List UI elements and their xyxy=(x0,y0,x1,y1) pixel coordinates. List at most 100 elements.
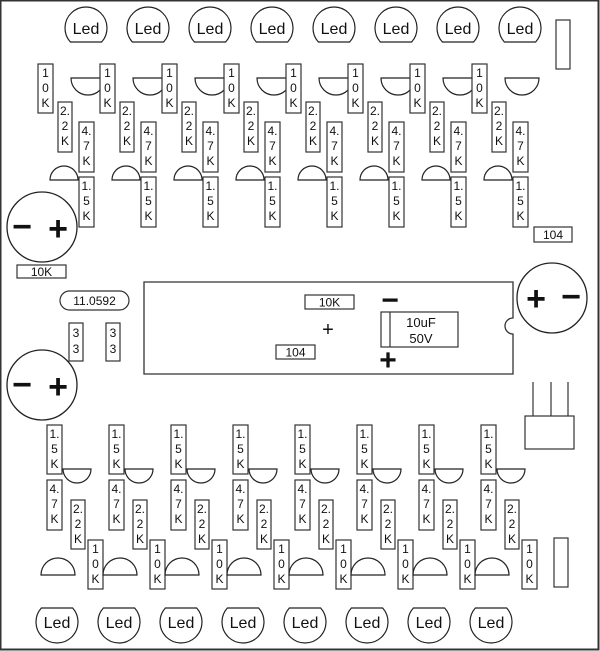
resistor-10k-label: 1 xyxy=(414,66,421,80)
resistor-4k7-label: K xyxy=(50,512,58,526)
resistor-10k-body xyxy=(211,539,228,590)
resistor-1k5-label: K xyxy=(236,457,244,471)
resistor-1k5-body xyxy=(388,176,405,228)
resistor-1k5-label: 1. xyxy=(391,179,401,193)
resistor-1k5: 1.5K xyxy=(356,424,373,475)
resistor-4k7-label: 4. xyxy=(297,482,307,496)
led-label: Led xyxy=(383,21,410,38)
resistor-1k5-body xyxy=(46,424,63,475)
led-label: Led xyxy=(230,615,257,632)
led: Led xyxy=(345,607,389,644)
resistor-10k-label: 0 xyxy=(216,557,223,571)
resistor-10k-body xyxy=(37,63,54,114)
resistor-4k7-body xyxy=(78,121,95,173)
transistor xyxy=(434,468,464,484)
resistor-4k7-label: 4. xyxy=(235,482,245,496)
resistor-2k2-label: 2 xyxy=(385,517,392,531)
resistor-4k7-label: 7 xyxy=(361,497,368,511)
resistor-4k7-label: 7 xyxy=(455,139,462,153)
resistor-4k7-body xyxy=(46,479,63,531)
transistor xyxy=(350,557,386,576)
resistor-4k7-body xyxy=(512,121,529,173)
resistor-1k5-label: K xyxy=(360,457,368,471)
resistor-1k5: 1.5K xyxy=(78,176,95,228)
resistor-10k-body xyxy=(397,539,414,590)
resistor-2k2-label: K xyxy=(322,532,330,546)
led-outline xyxy=(436,6,480,43)
resistor-1k5-label: 5 xyxy=(455,194,462,208)
capacitor-33-b xyxy=(105,322,121,362)
led-label: Led xyxy=(292,615,319,632)
resistor-4k7-body xyxy=(326,121,343,173)
electrolytic-cap-left-top xyxy=(6,191,78,263)
resistor-2k2-label: 2. xyxy=(308,104,318,118)
resistor-1k5-body xyxy=(418,424,435,475)
resistor-2k2-label: K xyxy=(74,532,82,546)
resistor-4k7: 4.7K xyxy=(294,479,311,531)
led-outline xyxy=(469,607,513,644)
resistor-4k7-label: 7 xyxy=(331,139,338,153)
resistor-10k-label: 1 xyxy=(42,66,49,80)
led-label: Led xyxy=(44,615,71,632)
resistor-2k2-label: 2 xyxy=(372,119,379,133)
resistor-4k7: 4.7K xyxy=(480,479,497,531)
resistor-10k-label: 1 xyxy=(464,542,471,556)
resistor-1k5: 1.5K xyxy=(326,176,343,228)
led-outline xyxy=(345,607,389,644)
transistor xyxy=(235,165,265,181)
resistor-2k2: 2.2K xyxy=(367,101,383,153)
resistor-2k2-body xyxy=(429,101,445,153)
resistor-10k-label: K xyxy=(103,96,111,110)
resistor-4k7: 4.7K xyxy=(450,121,467,173)
resistor-2k2: 2.2K xyxy=(429,101,445,153)
resistor-1k5-label: 5 xyxy=(393,194,400,208)
resistor-2k2-label: 2. xyxy=(73,502,83,516)
led-label: Led xyxy=(507,21,534,38)
led-label: Led xyxy=(445,21,472,38)
resistor-1k5-label: 1. xyxy=(359,427,369,441)
resistor-10k: 10K xyxy=(223,63,240,114)
resistor-4k7-label: 7 xyxy=(83,139,90,153)
ic-chip-outline xyxy=(143,281,514,375)
transistor xyxy=(173,165,203,181)
resistor-2k2-body xyxy=(318,499,334,550)
resistor-4k7-label: K xyxy=(206,154,214,168)
resistor-1k5-label: K xyxy=(50,457,58,471)
resistor-2k2-label: K xyxy=(384,532,392,546)
resistor-2k2: 2.2K xyxy=(380,499,396,550)
resistor-2k2-label: 2 xyxy=(75,517,82,531)
resistor-10k-label: 0 xyxy=(414,81,421,95)
resistor-1k5-label: 5 xyxy=(517,194,524,208)
resistor-4k7-label: 4. xyxy=(267,124,277,138)
transistor xyxy=(186,468,216,484)
resistor-1k5-label: K xyxy=(484,457,492,471)
led-label: Led xyxy=(135,21,162,38)
resistor-2k2: 2.2K xyxy=(243,101,259,153)
resistor-10k-label: K xyxy=(525,572,533,586)
resistor-2k2-label: 2 xyxy=(62,119,69,133)
resistor-10k: 10K xyxy=(397,539,414,590)
resistor-1k5-label: 1. xyxy=(515,179,525,193)
minus-sign: − xyxy=(561,278,581,316)
resistor-10k-label: K xyxy=(401,572,409,586)
resistor-2k2: 2.2K xyxy=(194,499,210,550)
led-outline xyxy=(159,607,203,644)
resistor-2k2-label: 2 xyxy=(447,517,454,531)
resistor-2k2-body xyxy=(57,101,73,153)
resistor-1k5-body xyxy=(232,424,249,475)
resistor-2k2-label: 2 xyxy=(496,119,503,133)
resistor-1k5-label: 5 xyxy=(113,442,120,456)
resistor-4k7-label: 4. xyxy=(205,124,215,138)
resistor-10k-label: 1 xyxy=(352,66,359,80)
resistor-2k2-label: 2 xyxy=(509,517,516,531)
resistor-1k5-label: K xyxy=(144,209,152,223)
led: Led xyxy=(436,6,480,43)
transistor xyxy=(288,557,324,576)
resistor-4k7-label: 7 xyxy=(51,497,58,511)
resistor-2k2-label: K xyxy=(123,134,131,148)
resistor-2k2-label: 2. xyxy=(135,502,145,516)
resistor-4k7-label: K xyxy=(268,154,276,168)
